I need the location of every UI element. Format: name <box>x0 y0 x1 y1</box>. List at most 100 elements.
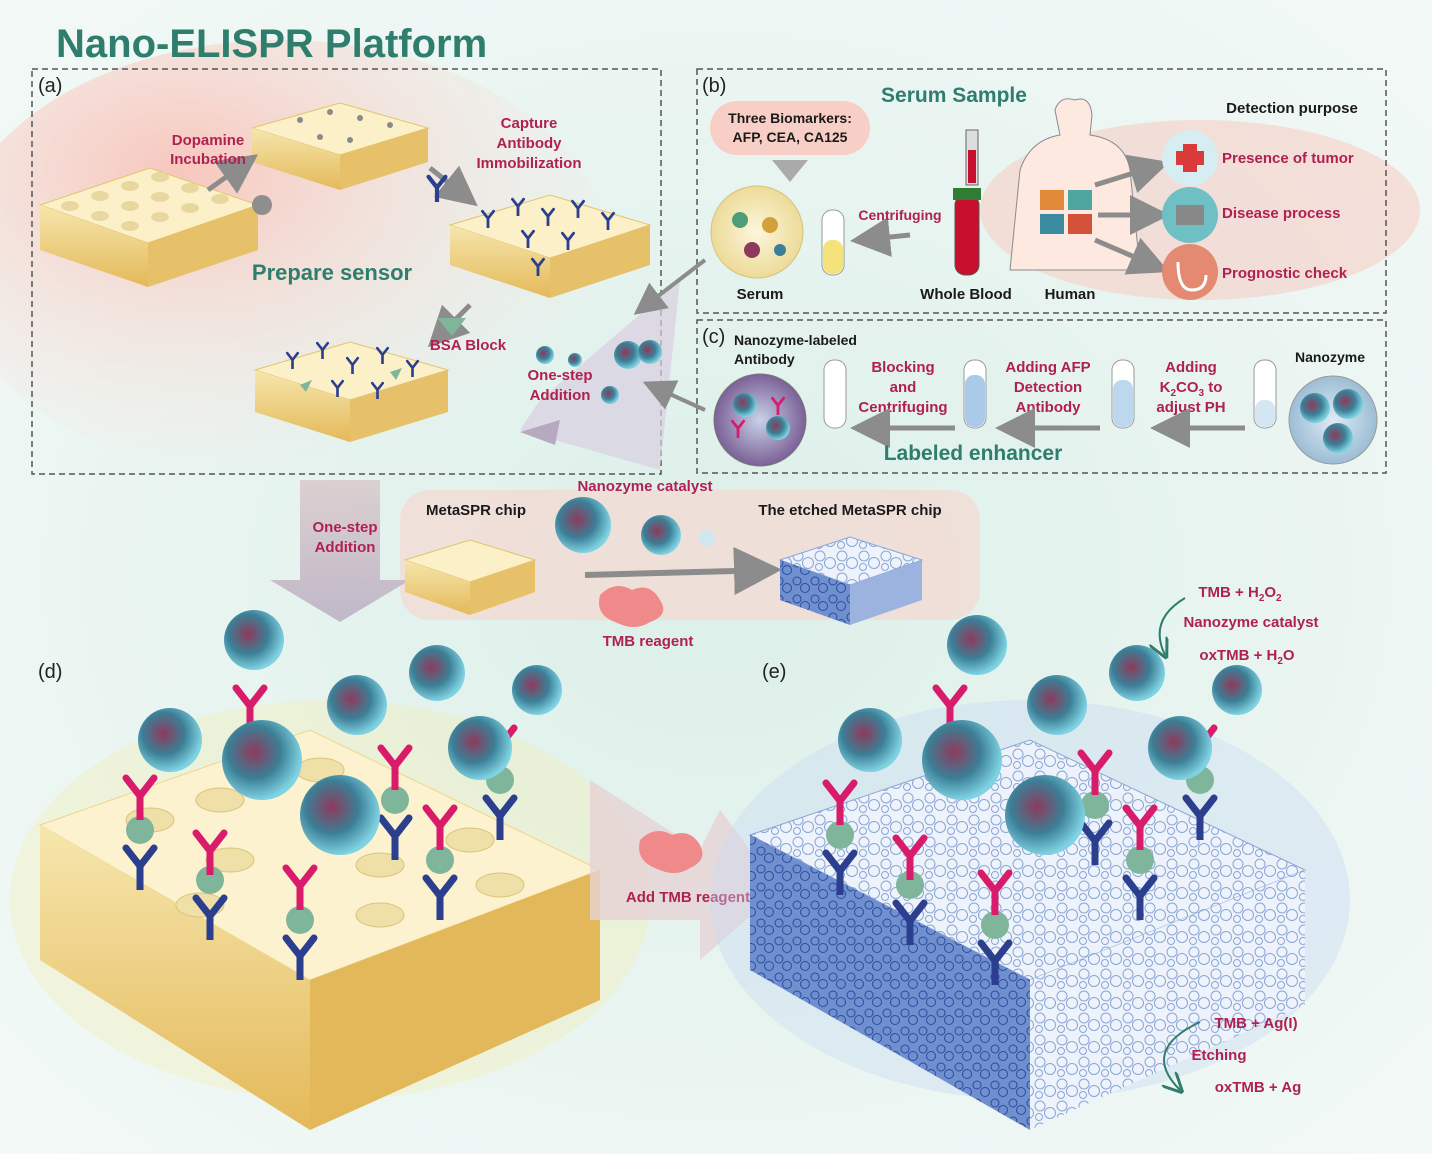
test-tube-icon <box>823 359 847 429</box>
one-step-big-arrow <box>270 480 410 622</box>
purpose-disease: Disease process <box>1222 205 1340 222</box>
panel-b-frame <box>696 68 1387 314</box>
sensor-plain <box>38 167 260 287</box>
nanozyme-big-icon <box>555 497 611 553</box>
adding-k2co3-2: K2CO3 to <box>1160 379 1223 399</box>
panel-c-label: (c) <box>702 326 725 348</box>
human-label: Human <box>1045 286 1096 303</box>
one-step-mid-2: Addition <box>315 539 376 556</box>
capture-label-1: Capture <box>501 115 558 132</box>
nanozyme-label: Nanozyme <box>1295 349 1365 365</box>
dopamine-label-1: Dopamine <box>172 132 245 149</box>
amoeba-icon-d <box>639 831 703 873</box>
blocking-3: Centrifuging <box>858 399 947 416</box>
antibody-stack-e <box>826 615 1262 985</box>
plus-cross-h <box>1176 151 1204 165</box>
panel-e-label: (e) <box>762 661 786 683</box>
arrow-prognostic <box>1094 237 1170 275</box>
biomarkers-bubble <box>710 101 870 155</box>
human-body-icon <box>1009 98 1141 271</box>
sensor-blocked <box>253 341 450 442</box>
reaction1-top: TMB + H2O2 <box>1198 584 1282 604</box>
k2co3-tube-icon <box>1111 359 1135 429</box>
protein-icons <box>732 212 786 258</box>
etched-chip-small <box>778 536 924 625</box>
dopamine-particle <box>252 195 272 215</box>
dopamine-label-2: Incubation <box>170 151 246 168</box>
serum-circle <box>710 185 804 279</box>
detection-purpose-label: Detection purpose <box>1226 100 1358 117</box>
whole-blood-label: Whole Blood <box>920 286 1012 303</box>
serum-sample-title: Serum Sample <box>881 84 1027 107</box>
labeled-enhancer-label: Labeled enhancer <box>884 442 1063 465</box>
arrow-etch <box>584 546 782 595</box>
serum-label: Serum <box>737 286 784 303</box>
metaspr-chip-small <box>403 539 537 615</box>
reaction2-bottom: oxTMB + Ag <box>1215 1079 1302 1096</box>
nanozyme-labeled-2: Antibody <box>734 351 795 367</box>
blood-tube-icon <box>953 188 981 276</box>
pink-glow-a <box>0 40 610 480</box>
blocking-2: and <box>890 379 917 396</box>
nanozyme-tube-icon <box>1253 359 1277 429</box>
arrow-dopamine <box>206 154 259 194</box>
adding-afp-3: Antibody <box>1016 399 1082 416</box>
tmb-reagent-label: TMB reagent <box>603 633 694 650</box>
adding-afp-1: Adding AFP <box>1005 359 1090 376</box>
nanozyme-catalyst-label: Nanozyme catalyst <box>577 478 712 495</box>
panel-a-label: (a) <box>38 75 62 97</box>
nanozyme-labeled-1: Nanozyme-labeled <box>734 332 857 348</box>
reaction1-arrow <box>1160 597 1186 655</box>
nanoparticle-icon <box>1300 389 1363 453</box>
reaction2-middle: Etching <box>1192 1047 1247 1064</box>
reaction1-middle: Nanozyme catalyst <box>1183 614 1318 631</box>
arrow-centrifuge <box>850 217 911 257</box>
prepare-sensor-label: Prepare sensor <box>252 260 413 285</box>
sensor-dopamine <box>250 102 430 190</box>
nanozyme-mid-icon <box>641 515 681 555</box>
funnel-arrowhead <box>520 420 560 445</box>
arrow-labeled-to-addition <box>642 380 706 412</box>
sensor-d <box>38 729 602 1130</box>
labeled-antibody-contents <box>731 393 790 440</box>
etched-chip-label: The etched MetaSPR chip <box>758 502 941 519</box>
one-step-a-1: One-step <box>527 367 592 384</box>
blocking-1: Blocking <box>871 359 934 376</box>
amoeba-icon <box>599 586 664 627</box>
one-step-a-2: Addition <box>530 387 591 404</box>
adding-afp-2: Detection <box>1014 379 1082 396</box>
bsa-icon <box>437 318 466 336</box>
arrow-down-serum <box>772 160 808 182</box>
capture-label-3: Immobilization <box>477 155 582 172</box>
reaction2-arrow <box>1164 1021 1201 1090</box>
capture-label-2: Antibody <box>497 135 563 152</box>
panel-b-label: (b) <box>702 75 726 97</box>
purpose-prognostic: Prognostic check <box>1222 265 1348 282</box>
metaspr-chip-label: MetaSPR chip <box>426 502 526 519</box>
centrifuging-label: Centrifuging <box>858 207 941 223</box>
bsa-block-label: BSA Block <box>430 337 507 354</box>
stethoscope-shape <box>1176 261 1208 292</box>
adding-k2co3-1: Adding <box>1165 359 1217 376</box>
one-step-mid-1: One-step <box>312 519 377 536</box>
panel-a-frame <box>31 68 662 475</box>
serum-tube-icon <box>821 209 845 276</box>
building-shape <box>1176 205 1204 225</box>
add-tmb-label: Add TMB reagent <box>626 889 750 906</box>
arrow-capture <box>428 165 478 207</box>
biomarkers-line-1: Three Biomarkers: <box>728 110 852 126</box>
antibody-stack-d <box>126 610 562 980</box>
reaction2-top: TMB + Ag(I) <box>1214 1015 1297 1032</box>
nanozyme-cluster <box>536 340 662 404</box>
panel-d-label: (d) <box>38 661 62 683</box>
purpose-tumor: Presence of tumor <box>1222 150 1354 167</box>
sensor-e <box>748 739 1307 1130</box>
labeled-antibody-circle <box>713 373 807 467</box>
reaction1-bottom: oxTMB + H2O <box>1199 647 1295 667</box>
page-title: Nano-ELISPR Platform <box>56 22 487 66</box>
funnel-shape <box>520 280 680 470</box>
syringe-icon <box>965 129 979 186</box>
stethoscope-icon <box>1162 244 1218 300</box>
